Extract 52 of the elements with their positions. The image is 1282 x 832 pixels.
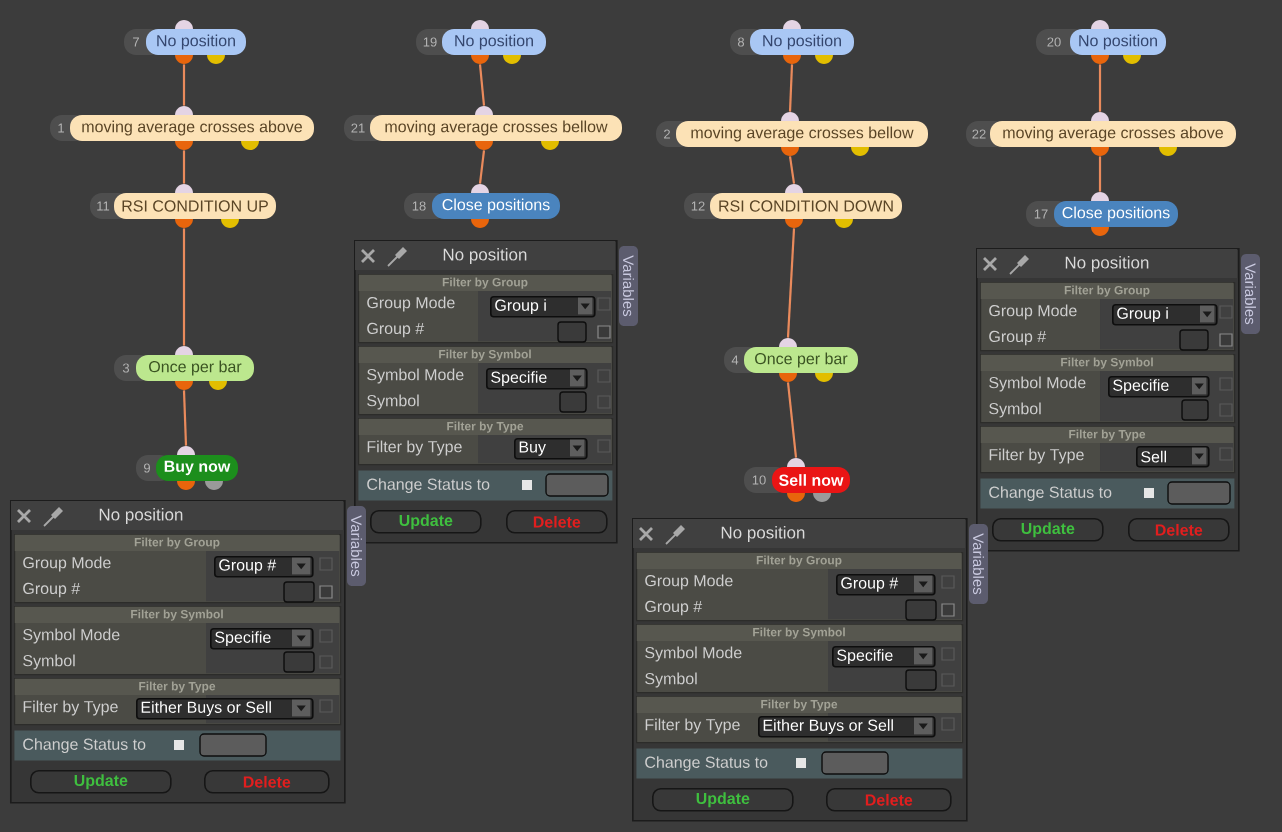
field-label: Symbol [645, 672, 697, 688]
connector-line [786, 228, 796, 338]
dropdown: Either Buys or Sell [758, 716, 936, 738]
dropdown: Specifie [210, 628, 314, 650]
button: Update [652, 788, 794, 812]
dropdown: Group # [214, 556, 314, 578]
connector-line [788, 156, 796, 184]
dropdown: Specifie [832, 646, 936, 668]
field-label: Group Mode [645, 574, 733, 590]
connector-line [182, 150, 186, 184]
connector-line [182, 228, 186, 346]
connector-line [182, 390, 188, 446]
dropdown: Sell [1136, 446, 1210, 468]
field-label: Symbol [23, 654, 75, 670]
dropdown: Either Buys or Sell [136, 698, 314, 720]
connector-line [478, 64, 486, 106]
dropdown: Group # [836, 574, 936, 596]
field-label: Filter by Type [23, 700, 118, 716]
connector-line [786, 382, 798, 458]
button: Update [992, 518, 1104, 542]
field-label: Filter by Type [367, 440, 462, 456]
field-label: Group Mode [989, 304, 1077, 320]
field-label: Symbol [989, 402, 1041, 418]
field-label: Symbol Mode [23, 628, 120, 644]
dropdown: Group i [1112, 304, 1218, 326]
dropdown: Specifie [1108, 376, 1210, 398]
field-label: Group Mode [367, 296, 455, 312]
field-label: Group # [23, 582, 81, 598]
button: Delete [204, 770, 330, 794]
connector-line [478, 150, 486, 184]
field-label: Symbol [367, 394, 419, 410]
field-label: Group # [989, 330, 1047, 346]
field-label: Group # [367, 322, 425, 338]
field-label: Symbol Mode [367, 368, 464, 384]
field-label: Group Mode [23, 556, 111, 572]
field-label: Symbol Mode [645, 646, 742, 662]
button: Update [370, 510, 482, 534]
dropdown: Group i [490, 296, 596, 318]
dropdown: Buy [514, 438, 588, 460]
button: Delete [826, 788, 952, 812]
field-label: Filter by Type [989, 448, 1084, 464]
connector-line [1098, 64, 1102, 112]
field-label: Filter by Type [645, 718, 740, 734]
connector-line [1098, 156, 1102, 192]
connector-line [182, 64, 186, 106]
field-label: Group # [645, 600, 703, 616]
connector-line [788, 64, 794, 112]
button: Delete [1128, 518, 1230, 542]
button: Update [30, 770, 172, 794]
field-label: Symbol Mode [989, 376, 1086, 392]
dropdown: Specifie [486, 368, 588, 390]
button: Delete [506, 510, 608, 534]
